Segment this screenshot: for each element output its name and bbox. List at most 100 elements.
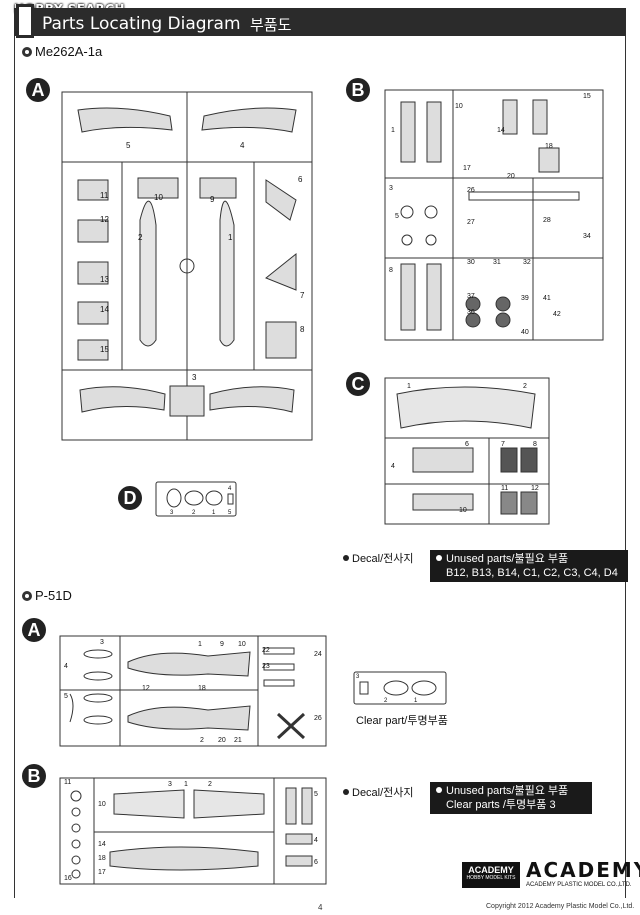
page-frame [14, 36, 626, 898]
svg-text:4: 4 [391, 463, 395, 470]
svg-text:11: 11 [501, 485, 508, 492]
svg-text:9: 9 [220, 641, 224, 648]
svg-text:3: 3 [356, 674, 360, 680]
me262-unused-list: B12, B13, B14, C1, C2, C3, C4, D4 [446, 567, 618, 579]
academy-wordmark: ACADEMY [526, 858, 640, 882]
svg-text:16: 16 [64, 875, 72, 882]
p51-unused-parts-box: Unused parts/불필요 부품 Clear parts /투명부품 3 [430, 782, 592, 814]
svg-text:41: 41 [543, 295, 551, 302]
svg-text:10: 10 [459, 507, 467, 514]
me262-sprue-c-badge: C [346, 372, 370, 396]
svg-text:8: 8 [389, 267, 393, 274]
svg-text:22: 22 [262, 647, 270, 654]
svg-text:6: 6 [298, 175, 303, 184]
svg-text:6: 6 [465, 441, 469, 448]
svg-text:17: 17 [98, 869, 106, 876]
bullet-icon [436, 555, 442, 561]
svg-text:1: 1 [212, 510, 216, 516]
svg-text:12: 12 [100, 215, 109, 224]
svg-text:10: 10 [238, 641, 246, 648]
svg-text:3: 3 [170, 510, 174, 516]
svg-text:27: 27 [467, 219, 475, 226]
svg-text:37: 37 [467, 293, 475, 300]
step-number-block [16, 4, 34, 38]
svg-text:32: 32 [523, 259, 531, 266]
header-bar [14, 8, 626, 36]
svg-text:11: 11 [64, 779, 71, 786]
svg-text:2: 2 [523, 383, 527, 390]
svg-text:2: 2 [384, 698, 388, 704]
svg-text:2: 2 [200, 737, 204, 744]
svg-text:18: 18 [198, 685, 206, 692]
me262-heading: Me262A-1a [22, 44, 102, 59]
me262-sprue-a-badge: A [26, 78, 50, 102]
svg-text:1: 1 [198, 641, 202, 648]
svg-text:3: 3 [192, 373, 197, 382]
svg-text:2: 2 [138, 233, 143, 242]
svg-text:5: 5 [228, 510, 232, 516]
svg-text:14: 14 [98, 841, 106, 848]
page-title: Parts Locating Diagram [42, 14, 241, 34]
page-title-korean: 부품도 [250, 16, 292, 34]
svg-text:4: 4 [64, 663, 68, 670]
p51-sprue-a-badge: A [22, 618, 46, 642]
svg-text:5: 5 [126, 141, 131, 150]
svg-text:42: 42 [553, 311, 561, 318]
svg-text:1: 1 [228, 233, 233, 242]
me262-decal-note: Decal/전사지 [343, 550, 414, 566]
me262-unused-parts-box: Unused parts/불필요 부품 B12, B13, B14, C1, C… [430, 550, 628, 582]
academy-company: ACADEMY PLASTIC MODEL CO.,LTD. [526, 882, 632, 888]
svg-text:21: 21 [234, 737, 242, 744]
svg-text:17: 17 [463, 165, 471, 172]
svg-text:34: 34 [583, 233, 591, 240]
svg-text:10: 10 [98, 801, 106, 808]
svg-text:3: 3 [100, 639, 104, 646]
svg-text:2: 2 [208, 781, 212, 788]
svg-text:2: 2 [192, 510, 196, 516]
svg-text:24: 24 [314, 651, 322, 658]
svg-text:28: 28 [543, 217, 551, 224]
svg-text:18: 18 [98, 855, 106, 862]
svg-text:23: 23 [262, 663, 270, 670]
bullet-icon [343, 789, 349, 795]
svg-text:18: 18 [545, 143, 553, 150]
p51-decal-note: Decal/전사지 [343, 784, 414, 800]
p51-clear-part-label: Clear part/투명부품 [356, 715, 448, 727]
svg-text:12: 12 [531, 485, 539, 492]
svg-text:26: 26 [314, 715, 322, 722]
svg-text:5: 5 [395, 213, 399, 220]
p51-unused-title: Unused parts/불필요 부품 [446, 785, 569, 797]
svg-text:8: 8 [533, 441, 537, 448]
svg-text:10: 10 [154, 193, 163, 202]
me262-sprue-b-badge: B [346, 78, 370, 102]
p51-model-label: P-51D [35, 588, 72, 603]
svg-text:10: 10 [455, 103, 463, 110]
svg-text:20: 20 [507, 173, 515, 180]
page-number: 4 [318, 903, 323, 912]
svg-text:15: 15 [583, 93, 591, 100]
me262-model-label: Me262A-1a [35, 44, 103, 59]
svg-text:14: 14 [497, 127, 505, 134]
svg-text:8: 8 [300, 325, 305, 334]
p51-clear-parts-line: Clear parts /투명부품 3 [446, 799, 556, 811]
svg-text:3: 3 [168, 781, 172, 788]
bullet-icon [343, 555, 349, 561]
svg-text:4: 4 [240, 141, 245, 150]
p51-heading: P-51D [22, 588, 72, 603]
svg-text:39: 39 [521, 295, 529, 302]
svg-text:5: 5 [314, 791, 318, 798]
svg-text:6: 6 [314, 859, 318, 866]
svg-text:30: 30 [467, 259, 475, 266]
svg-text:36: 36 [467, 309, 475, 316]
svg-text:13: 13 [100, 275, 109, 284]
me262-unused-title: Unused parts/불필요 부품 [446, 553, 569, 565]
section-dot-icon [22, 591, 32, 601]
svg-text:9: 9 [210, 195, 215, 204]
svg-text:31: 31 [493, 259, 501, 266]
